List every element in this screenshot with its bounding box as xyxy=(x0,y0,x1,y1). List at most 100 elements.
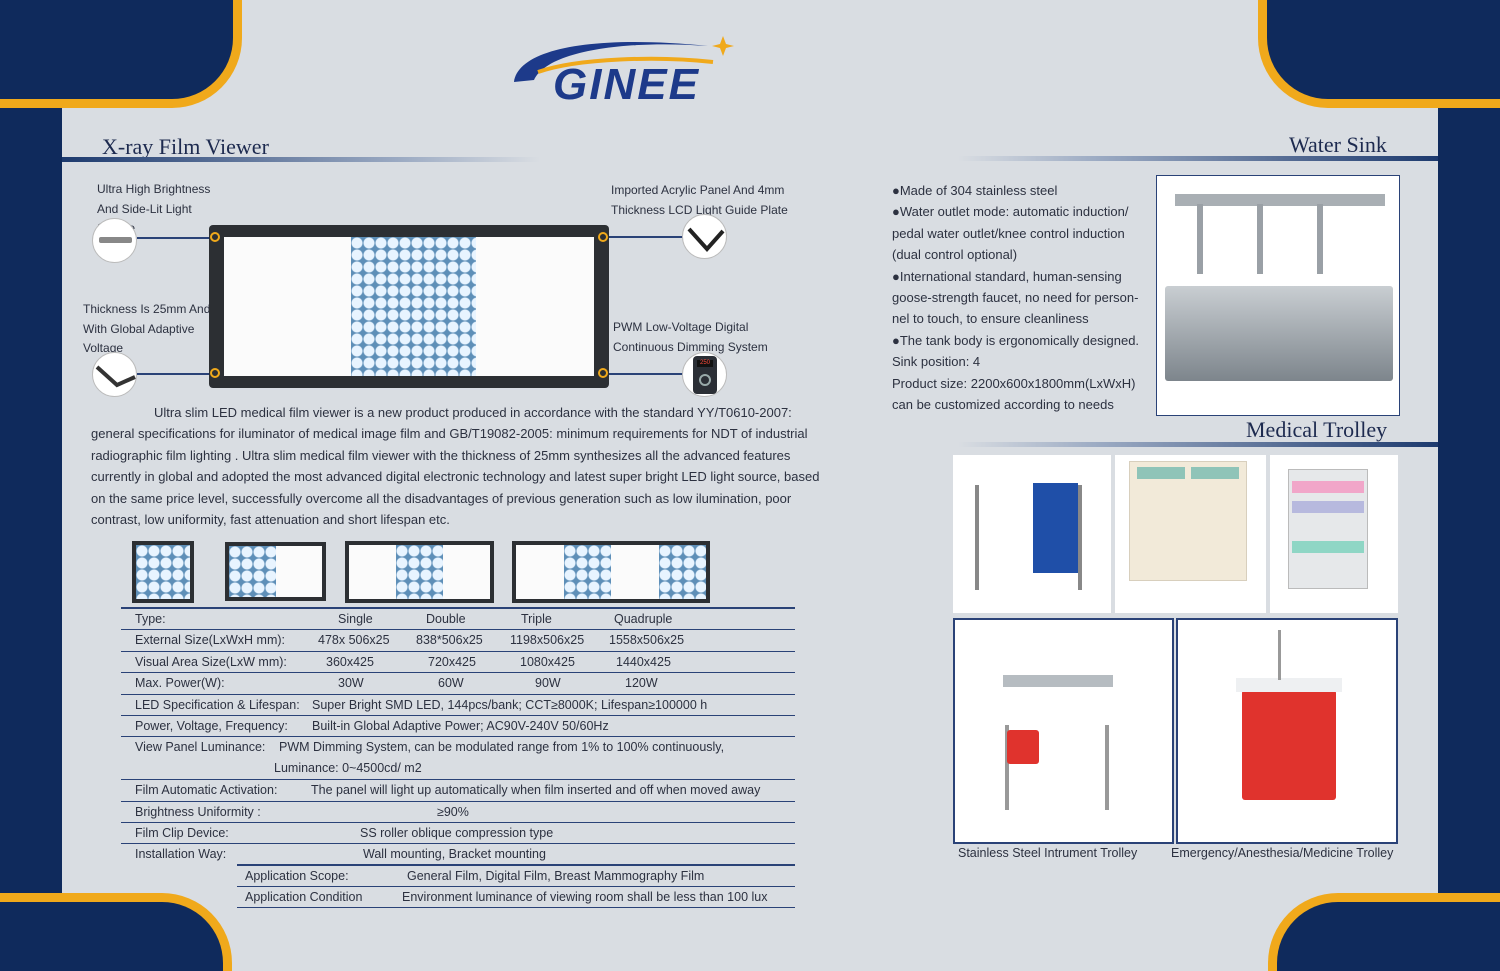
left-border xyxy=(0,0,70,971)
spec-value: 1440x425 xyxy=(616,654,671,669)
spec-value: Quadruple xyxy=(614,612,673,626)
clip-icon xyxy=(598,368,608,378)
logo-text: GINEE xyxy=(553,60,700,109)
spec-row-type: Type: Single Double Triple Quadruple xyxy=(121,609,795,631)
dimmer-detail: 250 xyxy=(682,352,727,397)
acrylic-panel-detail xyxy=(682,214,727,259)
sink-title-rule xyxy=(958,156,1438,161)
xray-title-rule xyxy=(62,157,540,162)
spec-row-clip: Film Clip Device: SS roller oblique comp… xyxy=(121,823,795,845)
model-double-image xyxy=(225,542,326,601)
spec-row-activation: Film Automatic Activation: The panel wil… xyxy=(121,780,795,802)
spec-label: Visual Area Size(LxW mm): xyxy=(135,654,287,669)
spec-value: General Film, Digital Film, Breast Mammo… xyxy=(407,868,705,883)
spec-value: Built-in Global Adaptive Power; AC90V-24… xyxy=(312,718,609,733)
sink-feature: can be customized according to needs xyxy=(892,397,1114,413)
spec-label: Type: xyxy=(135,612,166,626)
spec-row-power: Max. Power(W): 30W 60W 90W 120W xyxy=(121,673,795,695)
water-sink-photo xyxy=(1156,175,1400,416)
emergency-trolley-photo xyxy=(1176,618,1398,844)
led-strip-detail xyxy=(92,218,137,263)
spec-label: Application Condition xyxy=(245,890,363,905)
callout-line xyxy=(604,373,684,375)
xray-description: Ultra slim LED medical film viewer is a … xyxy=(91,405,820,528)
spec-row-scope: Application Scope: General Film, Digital… xyxy=(237,866,795,888)
sink-basin xyxy=(1165,286,1393,381)
file-trolley-photo xyxy=(1115,455,1266,613)
sink-feature: Sink position: 4 xyxy=(892,354,981,370)
sink-feature: ●The tank body is ergonomically designed… xyxy=(892,332,1140,348)
spec-value: 720x425 xyxy=(428,654,476,669)
spec-label: Application Scope: xyxy=(245,868,349,883)
spec-row-led: LED Specification & Lifespan: Super Brig… xyxy=(121,695,795,716)
xray-title: X-ray Film Viewer xyxy=(102,134,269,159)
led-strip-icon xyxy=(99,237,132,243)
dimmer-knob-icon xyxy=(699,374,711,386)
spec-value: Luminance: 0~4500cd/ m2 xyxy=(274,761,422,776)
corner-top-right xyxy=(1258,0,1500,108)
spec-value: The panel will light up automatically wh… xyxy=(311,783,761,798)
spec-row-condition: Application Condition Environment lumina… xyxy=(237,887,795,909)
spec-value: Single xyxy=(338,612,373,626)
sink-title: Water Sink xyxy=(1289,132,1387,157)
spec-value: Environment luminance of viewing room sh… xyxy=(402,890,768,905)
instrument-trolley-photo xyxy=(953,618,1174,844)
model-single-image xyxy=(132,541,194,603)
thickness-detail xyxy=(92,352,137,397)
spec-value: PWM Dimming System, can be modulated ran… xyxy=(279,740,725,755)
spec-label: Brightness Uniformity : xyxy=(135,804,261,819)
callout-line xyxy=(137,237,215,239)
laundry-trolley-photo xyxy=(953,455,1111,613)
brand-logo: GINEE xyxy=(508,32,743,109)
spec-value: 90W xyxy=(535,676,561,691)
corner-top-left xyxy=(0,0,242,108)
model-triple-image xyxy=(345,541,494,603)
dimmer-display: 250 xyxy=(697,360,713,367)
spec-label: View Panel Luminance: xyxy=(135,740,266,755)
panel-edge-icon xyxy=(687,227,725,252)
spec-table: Type: Single Double Triple Quadruple Ext… xyxy=(121,607,795,909)
spec-value: 30W xyxy=(338,676,364,691)
spec-label: LED Specification & Lifespan: xyxy=(135,697,300,712)
sink-feature: ●Made of 304 stainless steel xyxy=(892,183,1058,198)
callout-thickness: Thickness Is 25mm And With Global Adapti… xyxy=(83,302,211,355)
spec-value: SS roller oblique compression type xyxy=(360,825,554,840)
callout-pwm: PWM Low-Voltage Digital Continuous Dimmi… xyxy=(613,320,768,354)
dimmer-control-icon: 250 xyxy=(693,356,717,394)
spec-label: Power, Voltage, Frequency: xyxy=(135,718,288,733)
sink-features: ●Made of 304 stainless steel ●Water outl… xyxy=(892,180,1154,415)
spec-value: 360x425 xyxy=(326,654,374,669)
spec-row-install: Installation Way: Wall mounting, Bracket… xyxy=(121,844,795,865)
callout-line xyxy=(137,373,215,375)
spec-value: 120W xyxy=(625,676,658,691)
spec-value: 838*506x25 xyxy=(416,633,483,648)
spec-row-voltage: Power, Voltage, Frequency: Built-in Glob… xyxy=(121,716,795,738)
spec-label: Max. Power(W): xyxy=(135,676,225,691)
spec-row-external: External Size(LxWxH mm): 478x 506x25 838… xyxy=(121,630,795,652)
right-border xyxy=(1430,0,1500,971)
clip-icon xyxy=(210,232,220,242)
spec-value: Wall mounting, Bracket mounting xyxy=(363,847,546,862)
callout-line xyxy=(604,236,684,238)
spec-value: 1198x506x25 xyxy=(510,633,585,648)
model-quadruple-image xyxy=(512,541,710,603)
drawer-trolley-photo xyxy=(1270,455,1398,613)
spec-value: Super Bright SMD LED, 144pcs/bank; CCT≥8… xyxy=(312,697,708,712)
sink-feature: ●International standard, human-sensing g… xyxy=(892,268,1139,327)
trolley-title: Medical Trolley xyxy=(1246,417,1388,442)
spec-value: Triple xyxy=(521,612,552,626)
spec-row-visual: Visual Area Size(LxW mm): 360x425 720x42… xyxy=(121,652,795,674)
spec-value: 478x 506x25 xyxy=(318,633,390,648)
xray-film xyxy=(351,237,476,376)
logo-swoosh-icon xyxy=(514,36,734,82)
spec-label: External Size(LxWxH mm): xyxy=(135,633,286,648)
spec-label: Film Automatic Activation: xyxy=(135,783,278,798)
caption-instrument-trolley: Stainless Steel Intrument Trolley xyxy=(958,846,1138,860)
film-viewer-image xyxy=(209,225,609,388)
callout-acrylic: Imported Acrylic Panel And 4mm Thickness… xyxy=(611,183,788,217)
spec-row-uniformity: Brightness Uniformity : ≥90% xyxy=(121,802,795,823)
corner-bottom-right xyxy=(1268,893,1500,971)
spec-value: 60W xyxy=(438,676,464,691)
spec-value: 1080x425 xyxy=(520,654,575,669)
